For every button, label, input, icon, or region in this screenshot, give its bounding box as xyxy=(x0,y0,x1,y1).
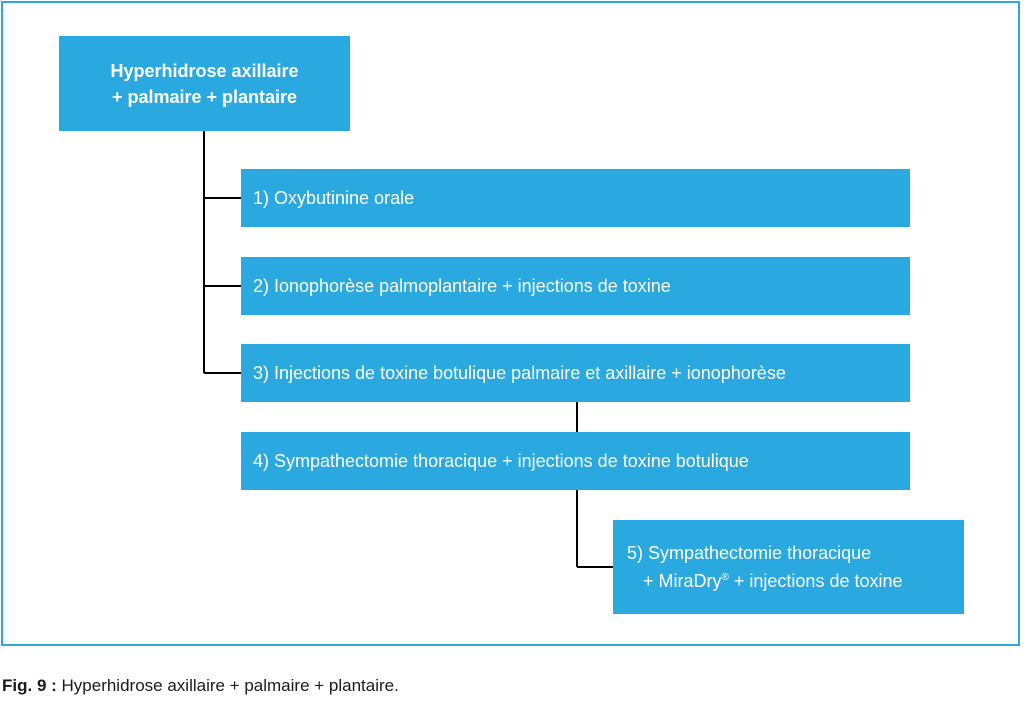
step-node-3-label: 3) Injections de toxine botulique palmai… xyxy=(253,363,786,383)
step-node-5: 5) Sympathectomie thoracique + MiraDry® … xyxy=(613,520,964,614)
figure-caption-text: Hyperhidrose axillaire + palmaire + plan… xyxy=(56,676,399,695)
step-node-4: 4) Sympathectomie thoracique + injection… xyxy=(241,432,910,490)
step-node-5-line-2: + MiraDry® + injections de toxine xyxy=(627,567,903,595)
root-node: Hyperhidrose axillaire + palmaire + plan… xyxy=(59,36,350,131)
step-node-2: 2) Ionophorèse palmoplantaire + injectio… xyxy=(241,257,910,315)
root-node-line-2: + palmaire + plantaire xyxy=(111,86,298,107)
step-node-5-line-2-start: + MiraDry xyxy=(643,571,722,591)
figure-label: Fig. 9 : xyxy=(2,676,57,695)
step-node-4-label: 4) Sympathectomie thoracique + injection… xyxy=(253,451,749,471)
step-node-1-label: 1) Oxybutinine orale xyxy=(253,188,415,208)
step-node-1: 1) Oxybutinine orale xyxy=(241,169,910,227)
step-node-5-line-1: 5) Sympathectomie thoracique xyxy=(627,543,872,563)
step-node-2-label: 2) Ionophorèse palmoplantaire + injectio… xyxy=(253,276,671,296)
registered-mark: ® xyxy=(721,572,729,583)
figure-caption: Fig. 9 : Hyperhidrose axillaire + palmai… xyxy=(2,676,399,696)
step-node-3: 3) Injections de toxine botulique palmai… xyxy=(241,344,910,402)
step-node-5-line-2-end: + injections de toxine xyxy=(728,571,903,591)
root-node-line-1: Hyperhidrose axillaire xyxy=(110,60,299,81)
